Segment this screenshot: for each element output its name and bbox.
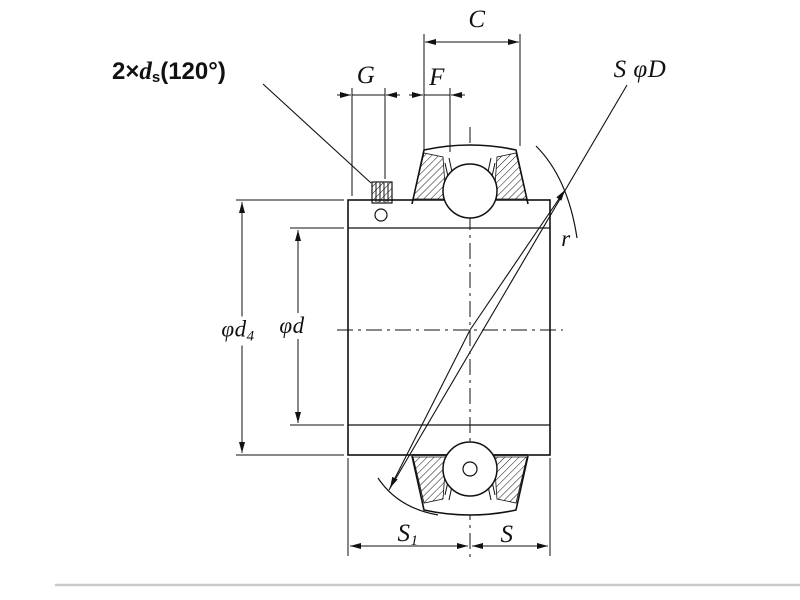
set-screw xyxy=(371,181,393,222)
sphere-diameter-line xyxy=(388,84,628,491)
leader-line-set-screw xyxy=(262,83,372,184)
outer-ring-hatch-left xyxy=(412,152,447,200)
screw-pilot-hole xyxy=(374,208,388,222)
sphere-arcs xyxy=(377,145,578,516)
outer-ring-hatch-right-bottom xyxy=(493,456,528,504)
extension-lines xyxy=(236,34,551,556)
grease-hole xyxy=(462,461,478,477)
outer-ring-hatch-right xyxy=(493,152,528,200)
bottom-bearing-section xyxy=(411,441,529,516)
outer-ring-hatch-left-bottom xyxy=(412,456,447,504)
top-bearing-section xyxy=(411,144,529,219)
inner-ring-body xyxy=(347,199,551,456)
dimension-lines xyxy=(239,39,548,549)
ball-top xyxy=(442,163,498,219)
